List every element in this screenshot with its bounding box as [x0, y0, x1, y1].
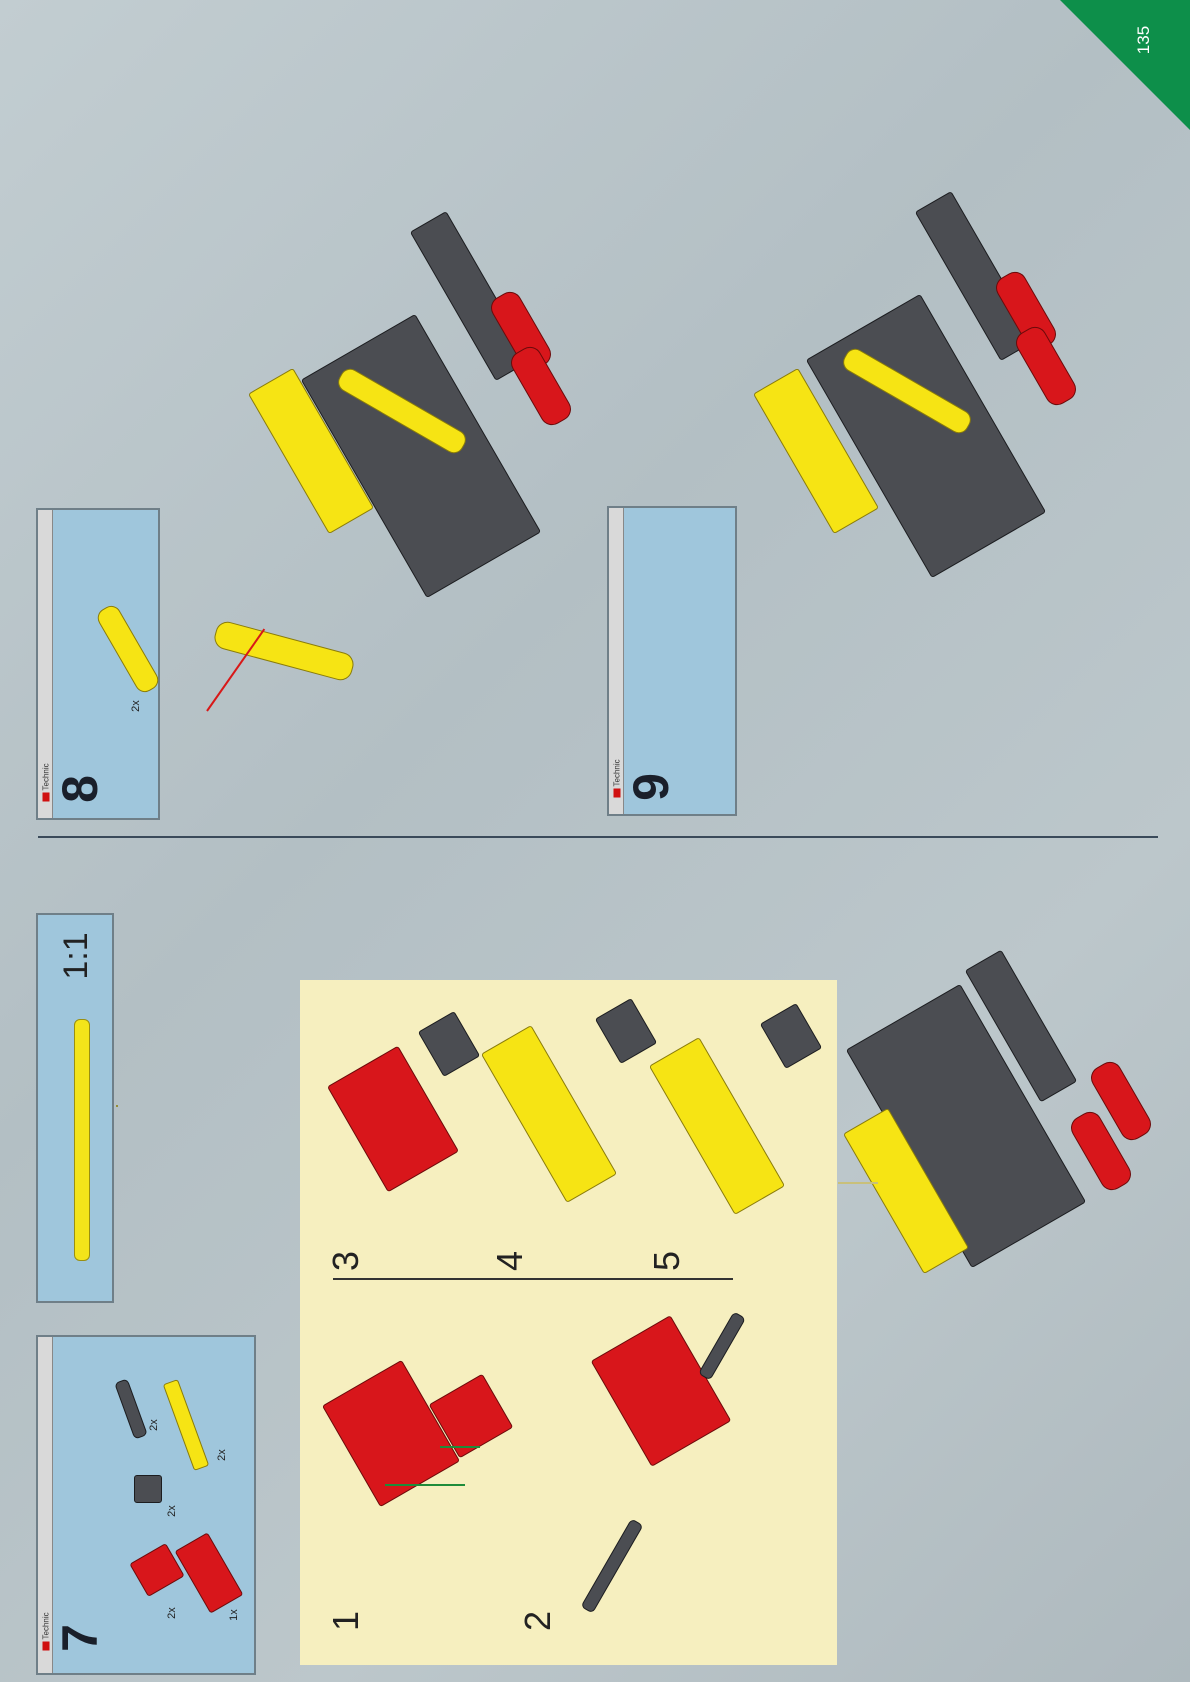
page-corner-tab: [1060, 0, 1190, 130]
step-number: 9: [622, 773, 680, 801]
window-brand-label: Technic: [42, 758, 51, 802]
window-brand-label: Technic: [42, 1607, 51, 1651]
axle-pin-icon: [114, 1378, 148, 1439]
part-qty: 2x: [166, 1505, 178, 1517]
grey-connector-icon: [134, 1475, 162, 1503]
green-arrow: [385, 1484, 465, 1486]
part-qty: 2x: [130, 700, 142, 712]
substep-number: 4: [489, 1251, 531, 1271]
brand-text: Technic: [42, 1612, 51, 1639]
scale-reference-box: 1:1: [36, 913, 114, 1303]
lego-logo-icon: [43, 1642, 50, 1651]
substep-number: 3: [325, 1251, 367, 1271]
part-qty: 2x: [166, 1607, 178, 1619]
step-8-parts-window: Technic 8 2x: [36, 508, 160, 820]
brand-text: Technic: [42, 763, 51, 790]
scale-label: 1:1: [41, 926, 111, 986]
substep-number: 5: [646, 1251, 688, 1271]
step-7-parts-window: Technic 7 2x 1x 2x 2x 2x: [36, 1335, 256, 1675]
part-qty: 1x: [228, 1609, 240, 1621]
section-divider: [38, 836, 1158, 838]
lego-logo-icon: [43, 793, 50, 802]
red-brick-2x4-icon: [175, 1532, 244, 1613]
step-number: 7: [51, 1624, 109, 1652]
window-brand-label: Technic: [613, 754, 622, 798]
green-arrow: [440, 1446, 480, 1448]
part-qty: 2x: [148, 1419, 160, 1431]
substep-number: 1: [325, 1611, 367, 1631]
part-qty: 2x: [216, 1449, 228, 1461]
build-arrow: [838, 1182, 878, 1184]
substep-divider: [333, 1278, 733, 1280]
red-bush-step8: [507, 342, 576, 429]
step-number: 8: [51, 775, 109, 803]
yellow-bar-icon: [163, 1379, 210, 1471]
beam-part-icon: [94, 602, 162, 695]
lego-logo-icon: [614, 789, 621, 798]
brand-text: Technic: [613, 759, 622, 786]
substep-number: 2: [517, 1611, 559, 1631]
red-bush-step9: [1012, 322, 1081, 409]
step-9-parts-window: Technic 9: [607, 506, 737, 816]
scale-yellow-bar: [74, 1019, 90, 1261]
page-number: 135: [1134, 26, 1154, 54]
